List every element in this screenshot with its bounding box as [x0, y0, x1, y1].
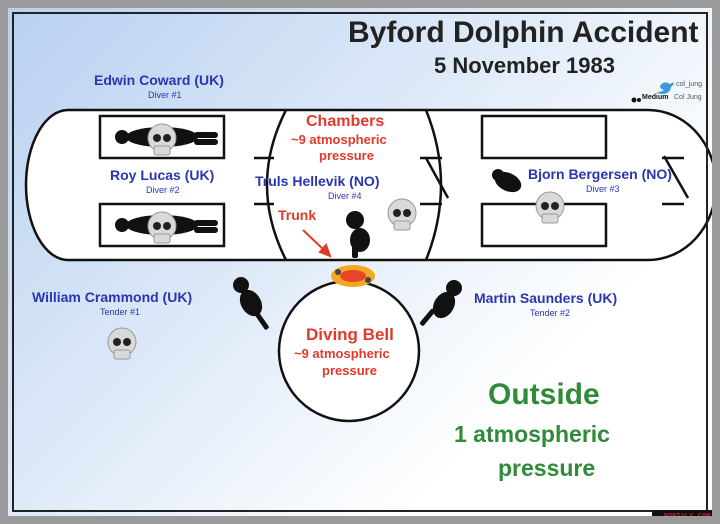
outside-title: Outside: [488, 378, 600, 411]
role-edwin-coward: Diver #1: [148, 90, 182, 100]
role-martin-saunders: Tender #2: [530, 308, 571, 318]
figure-tender-2: [419, 280, 462, 326]
label-roy-lucas: Roy Lucas (UK): [110, 167, 215, 183]
role-william-crammond: Tender #1: [100, 307, 141, 317]
outside-line1: 1 atmospheric: [454, 421, 610, 447]
label-truls-hellevik: Truls Hellevik (NO): [255, 173, 380, 189]
medium-handle: Col Jung: [674, 94, 702, 101]
label-edwin-coward: Edwin Coward (UK): [94, 72, 224, 88]
medium-icon: [631, 97, 641, 103]
watermark: BORTALY.COM: [652, 510, 712, 516]
skull-icon: [147, 211, 177, 244]
label-bjorn-bergersen: Bjorn Bergersen (NO): [528, 166, 672, 182]
twitter-handle: col_jung: [676, 81, 703, 88]
chambers-line1: ~9 atmospheric: [291, 132, 387, 147]
explosion-icon: [331, 265, 375, 287]
door-markers: [254, 155, 690, 206]
role-roy-lucas: Diver #2: [146, 185, 180, 195]
label-martin-saunders: Martin Saunders (UK): [474, 290, 618, 306]
bell-title: Diving Bell: [306, 325, 394, 344]
skull-icon: [107, 327, 137, 360]
diagram-canvas: [24, 82, 712, 423]
bell-line2: pressure: [322, 363, 377, 378]
role-bjorn-bergersen: Diver #3: [586, 184, 620, 194]
chambers-line2: pressure: [319, 148, 374, 163]
skull-icon: [387, 198, 417, 231]
chambers-title: Chambers: [306, 113, 385, 130]
twitter-icon: [657, 82, 674, 94]
trunk-arrow: [302, 229, 332, 258]
outside-line2: pressure: [498, 455, 596, 481]
diagram-date: 5 November 1983: [434, 53, 615, 78]
label-william-crammond: William Crammond (UK): [32, 289, 193, 305]
medium-label: Medium: [642, 94, 669, 101]
body-diver-3: [492, 169, 522, 193]
role-truls-hellevik: Diver #4: [328, 191, 362, 201]
bell-line1: ~9 atmospheric: [294, 346, 390, 361]
figure-tender-1: [233, 277, 269, 330]
body-diver-4: [346, 211, 370, 258]
diagram-title: Byford Dolphin Accident: [348, 16, 699, 49]
skull-icon: [535, 191, 565, 224]
bunk-top-right: [480, 114, 608, 160]
skull-icon: [147, 123, 177, 156]
chamber-divider-left: [265, 109, 288, 261]
trunk-label: Trunk: [278, 207, 317, 223]
